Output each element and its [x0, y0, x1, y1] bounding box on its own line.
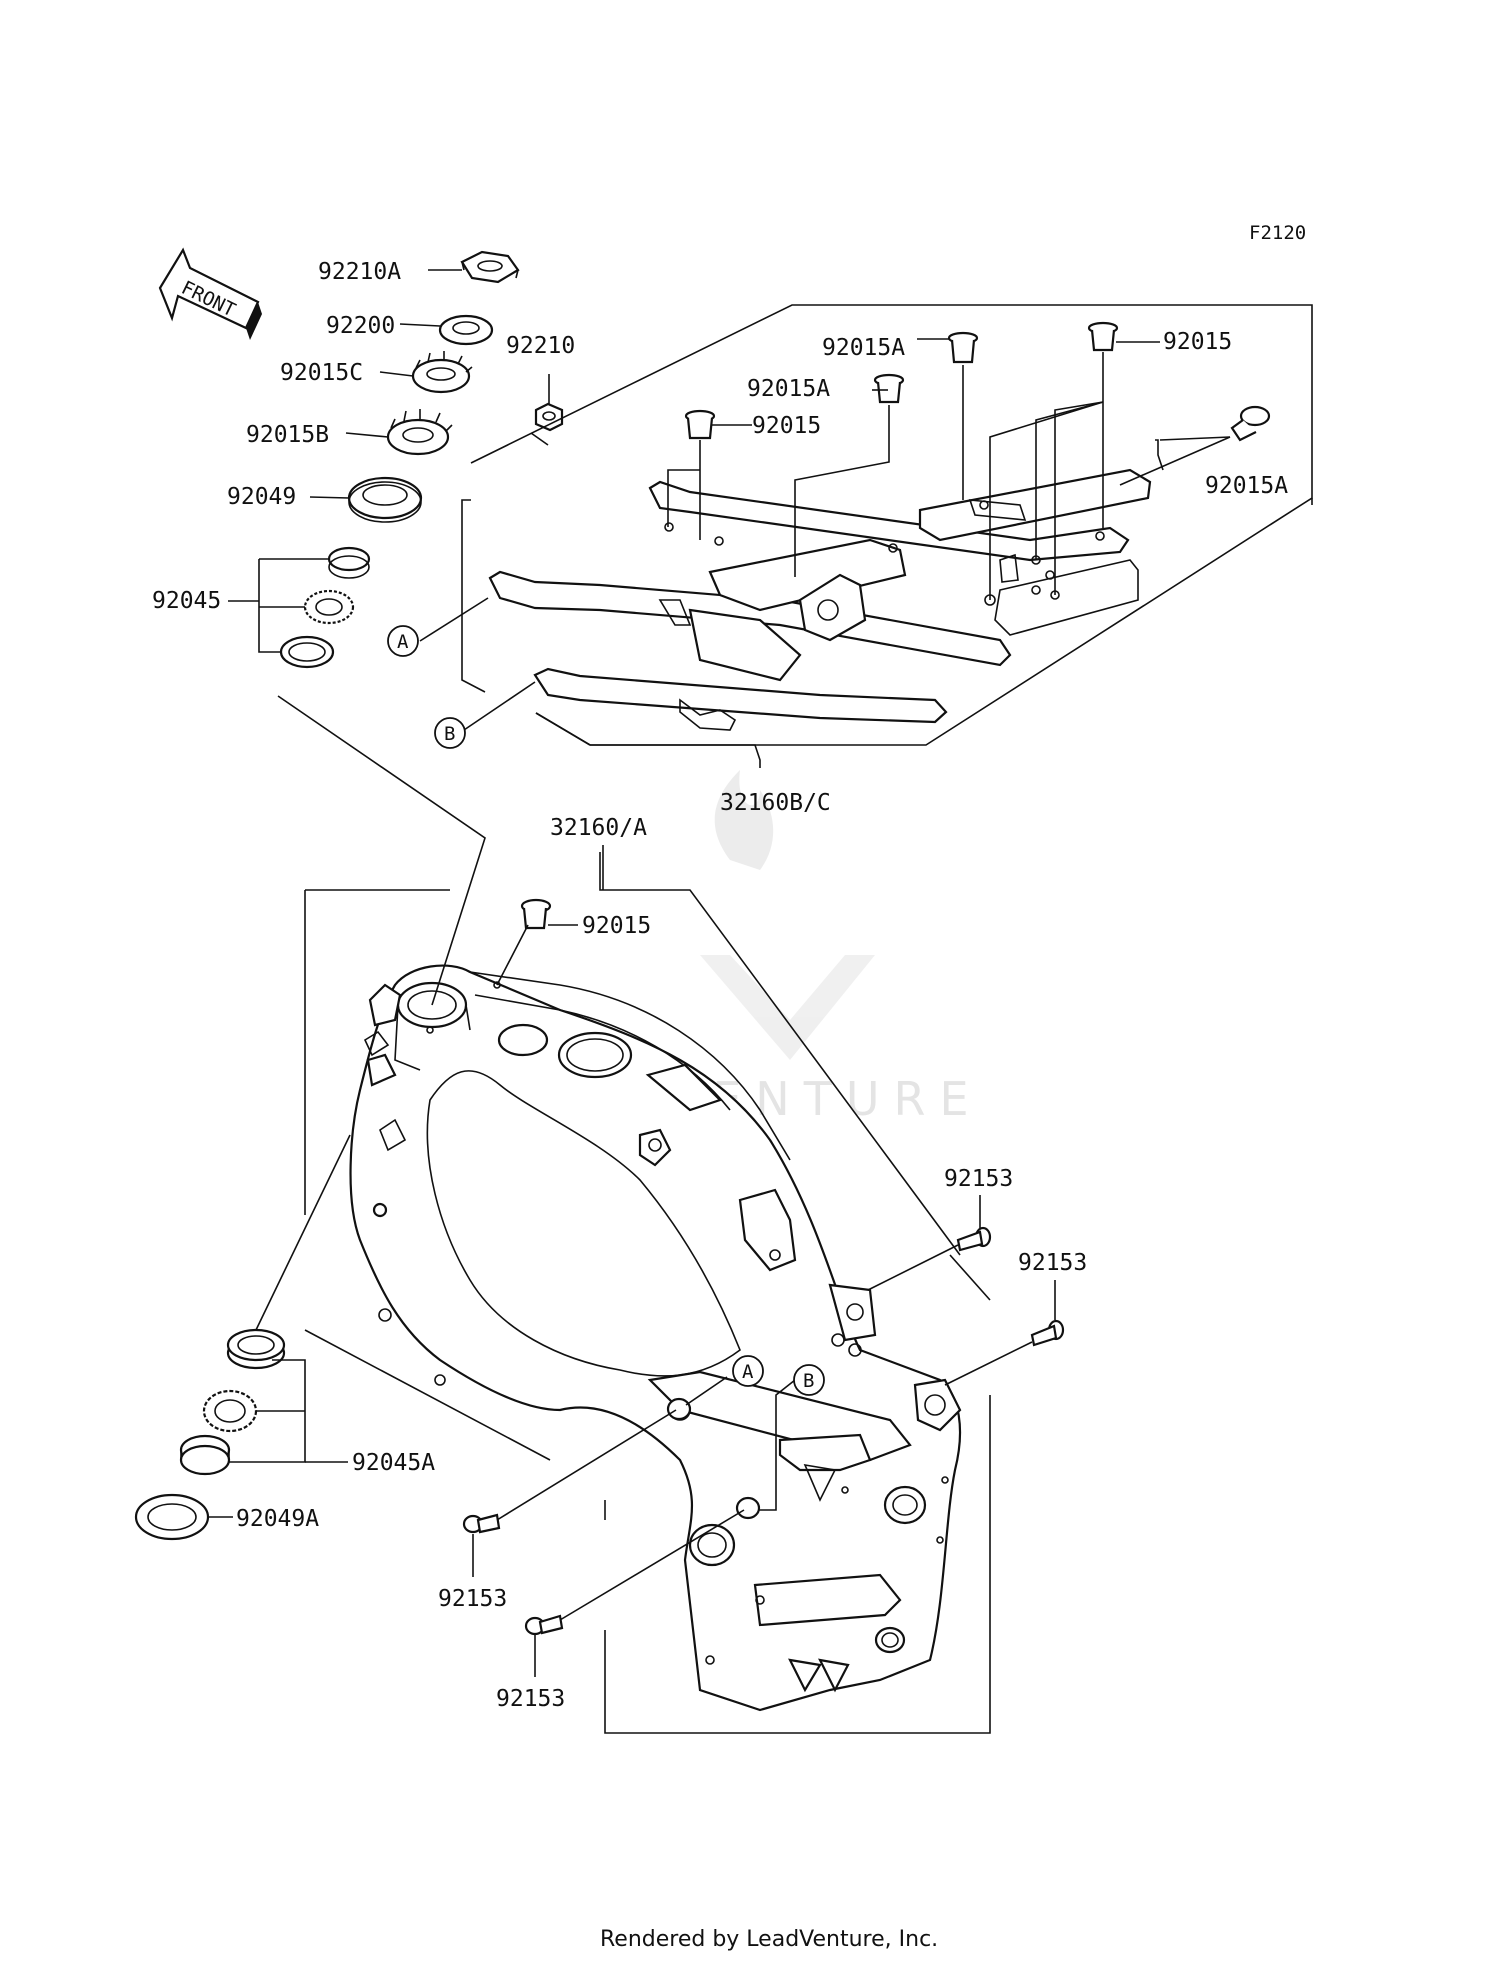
rivet-nut-92015A-2-icon	[947, 331, 979, 364]
seal-92049-icon	[347, 476, 423, 523]
steering-head-parts	[279, 250, 564, 669]
label-92015A-1: 92015A	[747, 376, 830, 402]
callout-B-subframe: B	[434, 717, 466, 749]
label-92015A-2: 92015A	[822, 335, 905, 361]
bolt-92153-1-icon	[956, 1226, 992, 1252]
locknut-92015B-icon	[386, 409, 453, 456]
bolts-92153	[462, 1195, 1065, 1677]
nut-92210-icon	[534, 402, 564, 432]
washer-92200-icon	[438, 314, 494, 346]
subframe-32160BC	[419, 304, 1313, 768]
label-32160BC: 32160B/C	[720, 790, 831, 816]
label-92015-2: 92015	[1163, 329, 1232, 355]
label-92015B: 92015B	[246, 422, 329, 448]
label-92210: 92210	[506, 333, 575, 359]
label-32160A: 32160/A	[550, 815, 647, 841]
svg-text:A: A	[397, 631, 409, 653]
label-92015-3: 92015	[582, 913, 651, 939]
label-92045: 92045	[152, 588, 221, 614]
front-arrow-icon: FRONT	[158, 247, 262, 340]
label-92200: 92200	[326, 313, 395, 339]
bearing-92045A-icon	[202, 1389, 258, 1433]
race-92045A-lower-icon	[179, 1434, 231, 1476]
bolt-92153-4-icon	[524, 1614, 564, 1636]
bolt-92153-2-icon	[1030, 1319, 1065, 1347]
label-92015-1: 92015	[752, 413, 821, 439]
rivet-nut-92015A-1-icon	[873, 373, 905, 404]
label-92045A: 92045A	[352, 1450, 435, 1476]
svg-text:A: A	[742, 1361, 754, 1383]
part-labels: 92210A 92200 92015C 92015B 92049 92045 9…	[152, 259, 1288, 1712]
label-92210A: 92210A	[318, 259, 401, 285]
rivet-nut-92015-3-icon	[520, 898, 552, 930]
subframe-holes	[664, 500, 1105, 606]
label-92153-1: 92153	[944, 1166, 1013, 1192]
label-92015A-3: 92015A	[1205, 473, 1288, 499]
figure-code: F2120	[1249, 222, 1306, 244]
leader-lines-top-left	[228, 269, 550, 653]
rivet-nut-92015-1-icon	[684, 409, 716, 440]
svg-text:B: B	[444, 723, 455, 745]
svg-text:B: B	[803, 1370, 814, 1392]
label-92153-3: 92153	[438, 1586, 507, 1612]
race-92045A-icon	[226, 1328, 286, 1370]
bolt-92153-3-icon	[462, 1513, 501, 1534]
main-frame-32160A	[304, 845, 991, 1734]
seal-92049A-icon	[134, 1493, 210, 1541]
label-92049A: 92049A	[236, 1506, 319, 1532]
callout-A-frame: A	[732, 1355, 764, 1387]
lower-bearing-parts	[134, 695, 486, 1541]
label-92015C: 92015C	[280, 360, 363, 386]
rivet-nut-92015-2-icon	[1087, 321, 1119, 352]
nut-92210A-icon	[460, 250, 520, 284]
callout-A-subframe: A	[387, 625, 419, 657]
callout-B-frame: B	[793, 1364, 825, 1396]
locknut-92015C-icon	[411, 351, 473, 394]
label-92153-2: 92153	[1018, 1250, 1087, 1276]
label-92049: 92049	[227, 484, 296, 510]
label-92153-4: 92153	[496, 1686, 565, 1712]
rivet-nut-92015A-3-icon	[1230, 405, 1271, 442]
footer-credit: Rendered by LeadVenture, Inc.	[600, 1927, 938, 1952]
